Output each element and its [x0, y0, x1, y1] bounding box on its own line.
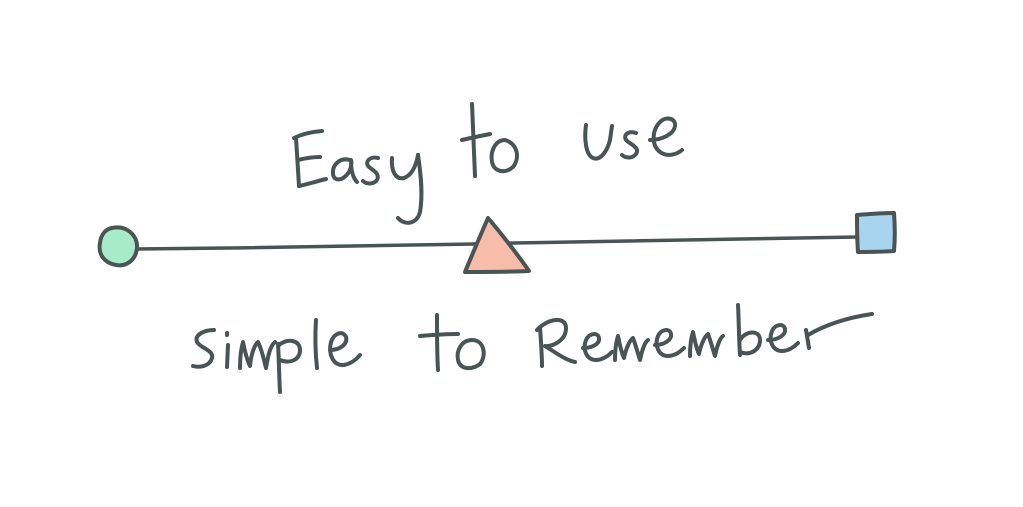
top-label: [292, 102, 684, 225]
circle-icon: [97, 225, 140, 268]
square-icon: [855, 211, 897, 254]
triangle-icon: [463, 216, 531, 274]
bottom-label: [191, 303, 874, 394]
